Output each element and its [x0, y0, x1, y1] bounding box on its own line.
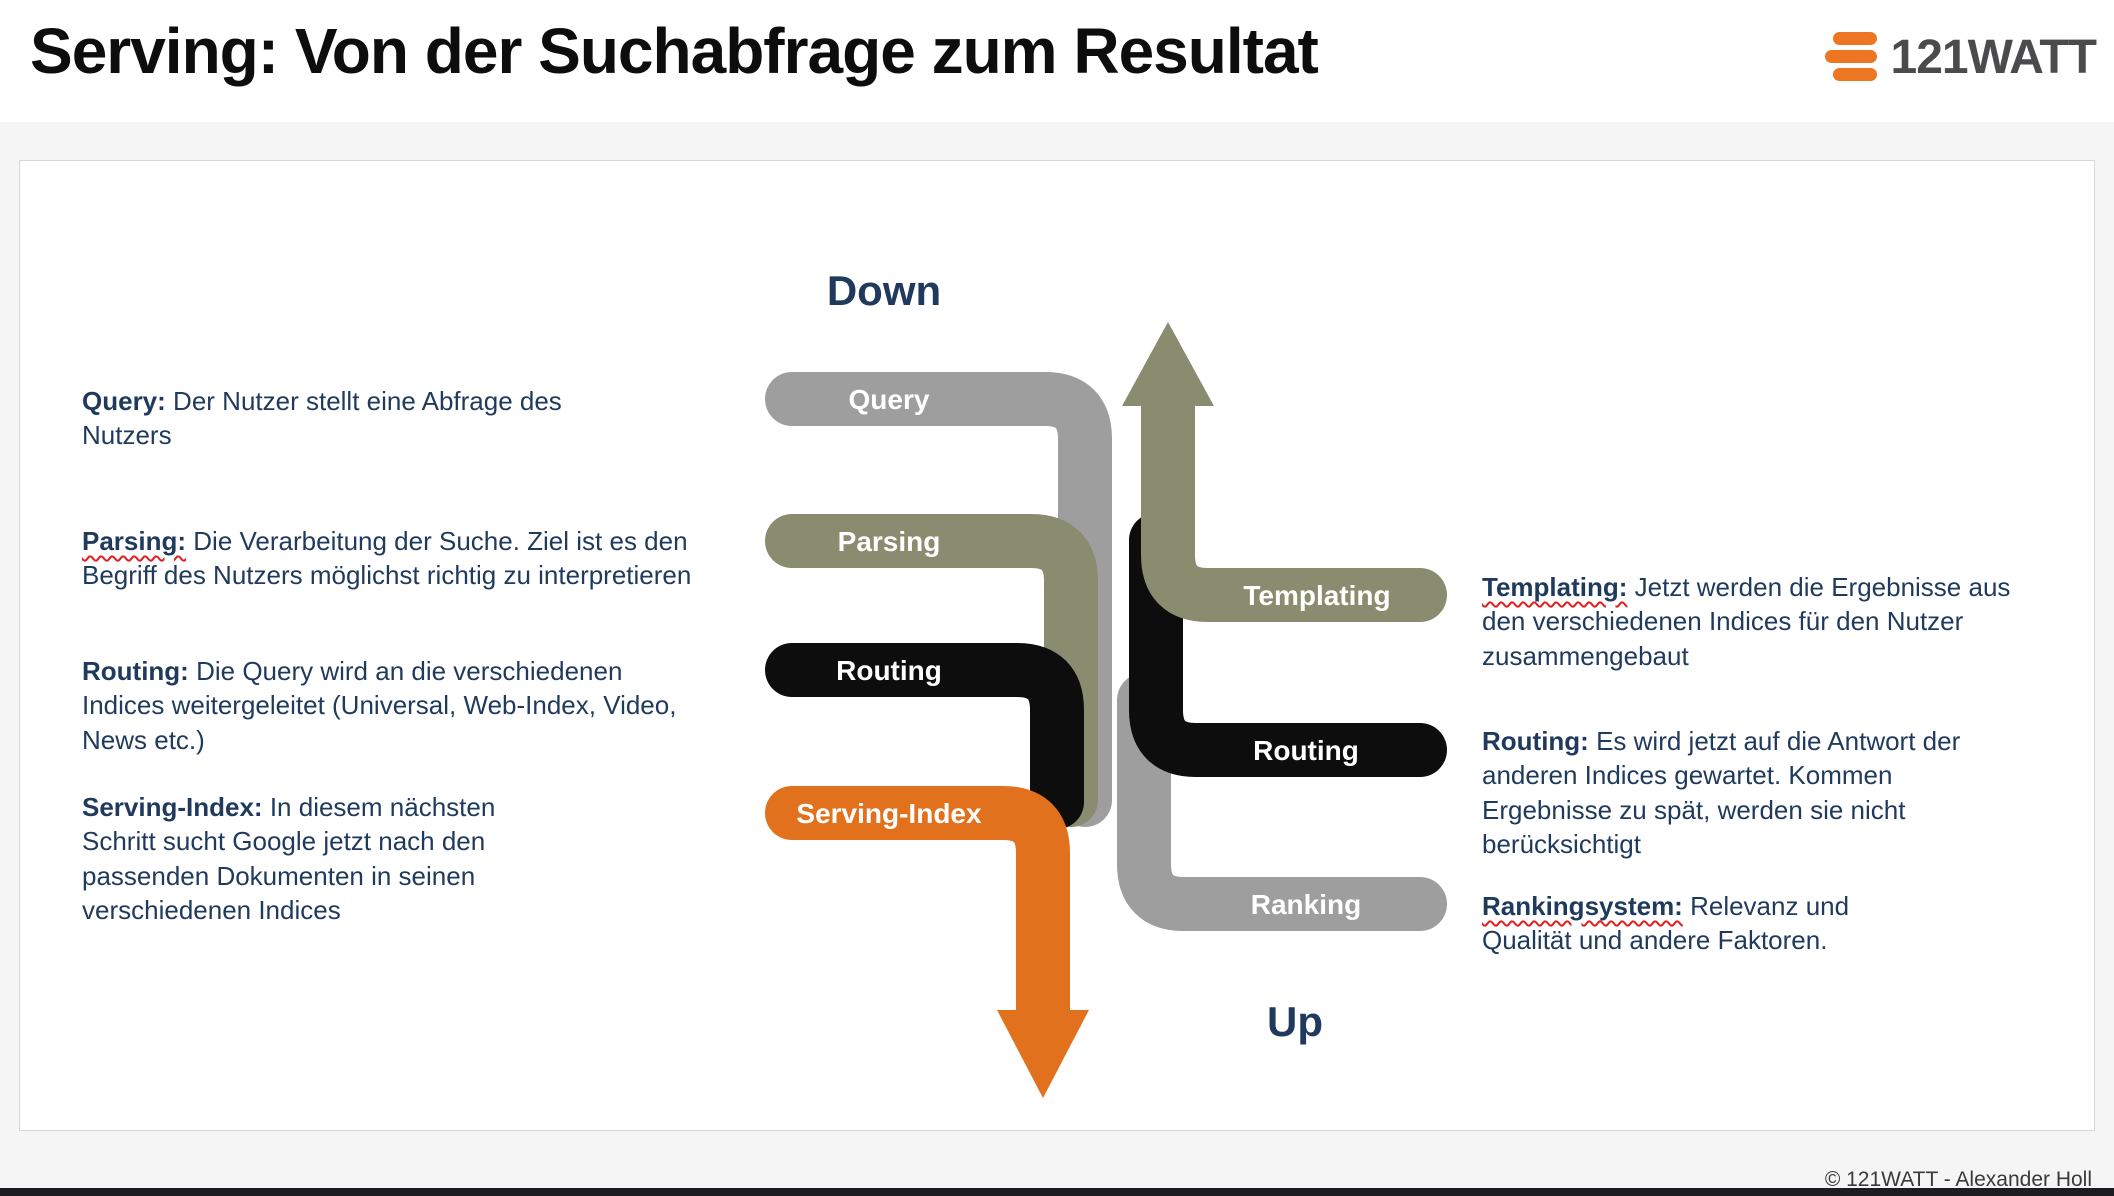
note-query: Query: Der Nutzer stellt eine Abfrage de… [82, 384, 642, 453]
note-serving-index: Serving-Index: In diesem nächsten Schrit… [82, 790, 562, 927]
pipe-query [765, 372, 1112, 827]
logo: 121WATT [1823, 26, 2097, 88]
pill-label-serving-index: Serving-Index [796, 798, 982, 829]
note-parsing: Parsing: Die Verarbeitung der Suche. Zie… [82, 524, 722, 593]
logo-text: 121WATT [1890, 30, 2097, 84]
note-routing-up-label: Routing: [1482, 726, 1589, 756]
bottom-edge-bar [0, 1188, 2114, 1196]
logo-bars-icon [1824, 32, 1877, 81]
note-templating-label: Templating: [1482, 572, 1628, 602]
note-templating: Templating: Jetzt werden die Ergebnisse … [1482, 570, 2027, 673]
note-rankingsystem-label: Rankingsystem: [1482, 891, 1683, 921]
note-rankingsystem-text: Relevanz und Qualität und andere Faktore… [1482, 891, 1850, 956]
pipe-templating [1141, 381, 1447, 622]
page-title: Serving: Von der Suchabfrage zum Resulta… [30, 15, 1319, 87]
note-rankingsystem: Rankingsystem: Relevanz und Qualität und… [1482, 889, 1922, 958]
pipe-serving-index [765, 786, 1070, 1042]
pill-label-templating: Templating [1243, 580, 1390, 611]
copyright-text: © 121WATT - Alexander Holl [1824, 1168, 2092, 1191]
pill-label-parsing: Parsing [838, 526, 941, 557]
pill-label-ranking: Ranking [1251, 889, 1361, 920]
pill-label-query: Query [849, 384, 930, 415]
note-routing-down-text: Die Query wird an die verschiedenen Indi… [82, 656, 677, 755]
note-parsing-label: Parsing: [82, 526, 187, 556]
pipe-parsing [765, 514, 1098, 827]
note-serving-index-label: Serving-Index: [82, 792, 263, 822]
up-direction-label: Up [1267, 998, 1323, 1045]
note-templating-text: Jetzt werden die Ergebnisse aus den vers… [1482, 572, 2011, 671]
pill-label-routing-up: Routing [1253, 735, 1359, 766]
pipe-ranking [1117, 673, 1447, 931]
down-direction-label: Down [827, 267, 941, 314]
note-query-label: Query: [82, 386, 166, 416]
note-parsing-text: Die Verarbeitung der Suche. Ziel ist es … [82, 526, 692, 591]
note-serving-index-text: In diesem nächsten Schritt sucht Google … [82, 792, 496, 925]
header-strip: Serving: Von der Suchabfrage zum Resulta… [0, 0, 2114, 122]
note-query-text: Der Nutzer stellt eine Abfrage des Nutze… [82, 386, 562, 451]
pill-label-routing-down: Routing [836, 655, 942, 686]
note-routing-down-label: Routing: [82, 656, 189, 686]
note-routing-up-text: Es wird jetzt auf die Antwort der andere… [1482, 726, 1961, 859]
pipe-routing-down [765, 643, 1084, 829]
note-routing-down: Routing: Die Query wird an die verschied… [82, 654, 682, 757]
note-routing-up: Routing: Es wird jetzt auf die Antwort d… [1482, 724, 2012, 861]
down-arrowhead-icon [997, 1010, 1089, 1098]
up-arrowhead-icon [1122, 322, 1214, 406]
pipe-routing-up [1129, 513, 1447, 777]
